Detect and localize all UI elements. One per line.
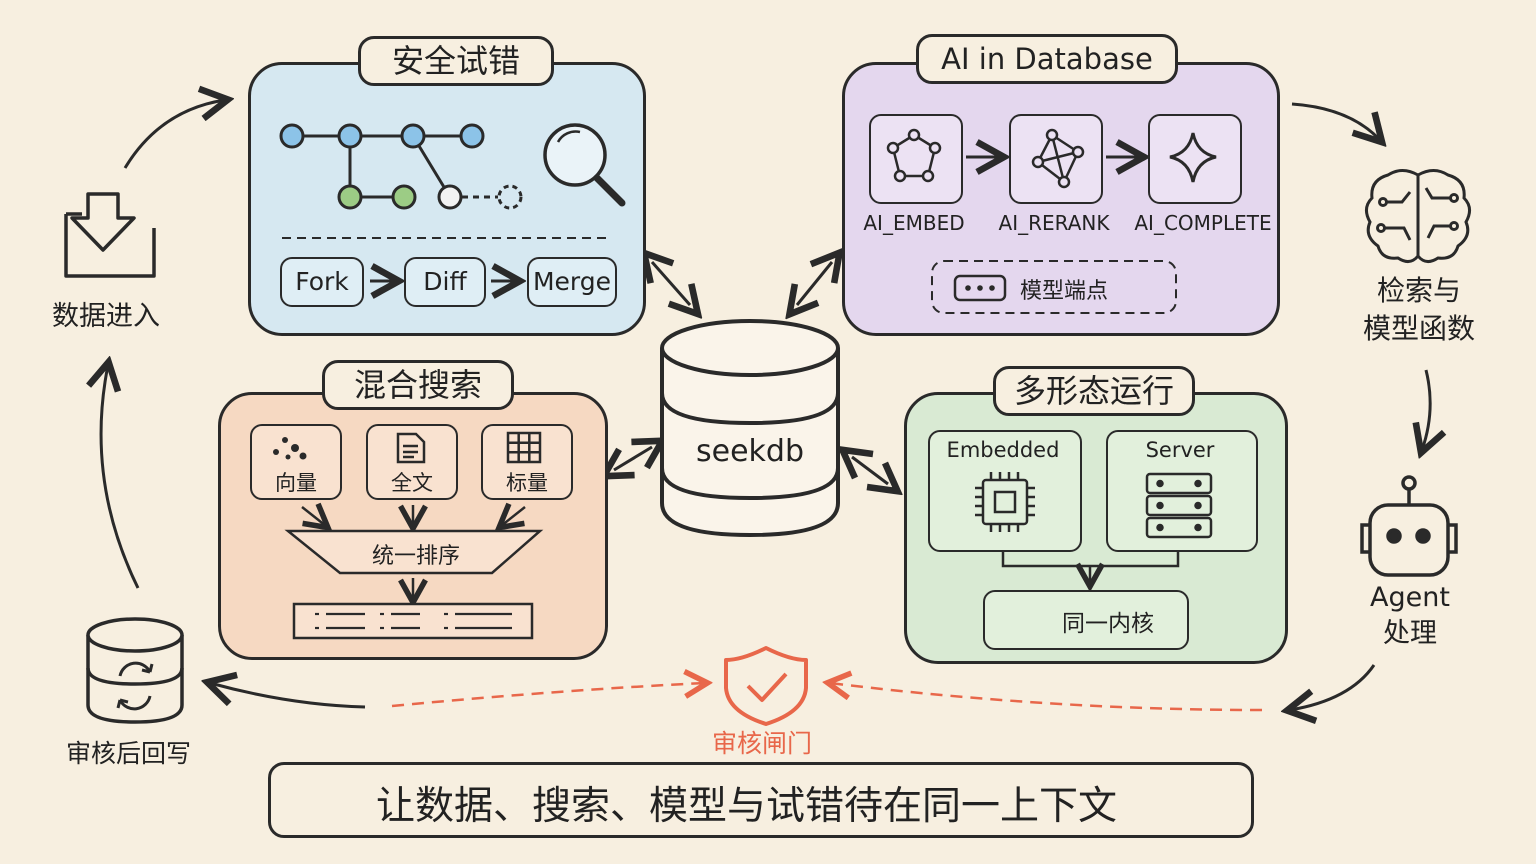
ai-complete-label: AI_COMPLETE — [1134, 211, 1272, 235]
link-hybrid-center — [614, 447, 652, 470]
link-safe-center — [652, 262, 690, 305]
link-runtime-center — [852, 457, 888, 484]
vector-label: 向量 — [275, 471, 317, 495]
fork-step: Fork — [280, 257, 364, 307]
arrow-writeback-to-datain — [101, 365, 140, 589]
vector-source — [250, 424, 342, 500]
server-label: Server — [1145, 438, 1215, 462]
arrow-agent-to-gate — [1290, 664, 1376, 710]
ai-in-database-title: AI in Database — [916, 34, 1178, 84]
merge-step: Merge — [527, 257, 617, 307]
dashed-right-to-gate — [830, 683, 1263, 712]
unified-ranking-label: 统一排序 — [371, 544, 460, 569]
footer-banner — [268, 762, 1254, 838]
ai-rerank-icon-box — [1009, 114, 1103, 204]
safe-trial-title: 安全试错 — [358, 36, 554, 86]
same-kernel-label: 同一内核 — [1062, 611, 1154, 637]
footer-tagline: 让数据、搜索、模型与试错待在同一上下文 — [376, 784, 1118, 829]
agent-label: Agent 处理 — [1370, 582, 1450, 649]
scalar-label: 标量 — [506, 471, 548, 495]
ai-rerank-label: AI_RERANK — [998, 211, 1110, 235]
fulltext-label: 全文 — [391, 471, 433, 495]
review-gate-label: 审核闸门 — [712, 729, 813, 758]
writeback-label: 审核后回写 — [66, 739, 192, 768]
diff-step: Diff — [404, 257, 486, 307]
runtime-title: 多形态运行 — [993, 366, 1195, 416]
arrow-ai-to-retrieve — [1291, 102, 1380, 140]
link-ai-center — [797, 262, 832, 305]
ai-embed-icon-box — [869, 114, 963, 204]
arrow-datain-to-safe — [123, 100, 225, 169]
embedded-label: Embedded — [946, 438, 1060, 462]
seekdb-label: seekdb — [695, 434, 804, 469]
model-endpoint-label: 模型端点 — [1020, 279, 1109, 304]
hybrid-search-title: 混合搜索 — [322, 360, 514, 410]
ai-complete-icon-box — [1148, 114, 1242, 204]
retrieve-label: 检索与 模型函数 — [1362, 274, 1475, 345]
dashed-left-to-gate — [391, 683, 705, 708]
arrow-gate-to-writeback — [210, 683, 366, 709]
data-in-label: 数据进入 — [52, 301, 160, 332]
ai-embed-label: AI_EMBED — [863, 211, 965, 235]
arrow-retrieve-to-agent — [1422, 369, 1430, 450]
same-kernel-box — [983, 590, 1189, 650]
